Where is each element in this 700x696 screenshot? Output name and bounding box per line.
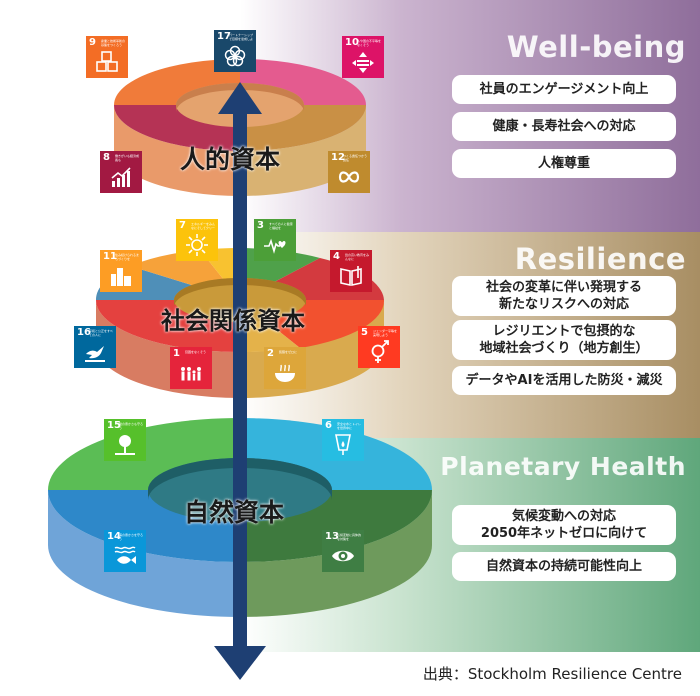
planetary-item-natural-capital: 自然資本の持続可能性向上	[452, 552, 676, 581]
resilience-item-regional: レジリエントで包摂的な 地域社会づくり（地方創生）	[452, 320, 676, 360]
bowl-icon	[275, 364, 295, 382]
sdg-7-icon: 7エネルギーをみんなにそしてクリーンに	[176, 219, 218, 261]
natural-capital-label: 自然資本	[184, 498, 285, 527]
heartbeat-icon	[264, 238, 286, 254]
resilience-item-new-risks: 社会の変革に伴い発現する 新たなリスクへの対応	[452, 276, 676, 316]
cubes-icon	[96, 51, 118, 72]
buildings-icon	[111, 268, 131, 286]
social-capital-label: 社会関係資本	[161, 307, 305, 335]
wellbeing-title: Well-being	[506, 30, 686, 64]
resilience-title: Resilience	[514, 242, 686, 276]
dove-icon	[85, 346, 105, 362]
family-icon	[181, 367, 201, 381]
human-capital-label: 人的資本	[180, 145, 281, 174]
sdg-17-icon: 17パートナーシップで目標を達成しよう	[214, 30, 256, 72]
equality-icon	[352, 52, 374, 73]
water-icon	[335, 434, 351, 455]
planetary-item-climate: 気候変動への対応 2050年ネットゼロに向けて	[452, 505, 676, 545]
eye-globe-icon	[332, 550, 354, 562]
gender-icon	[371, 340, 389, 363]
wellbeing-item-human-rights: 人権尊重	[452, 149, 676, 178]
infinity-icon	[338, 171, 360, 183]
double-arrow	[214, 82, 266, 680]
book-icon	[340, 266, 362, 286]
wellbeing-item-engagement: 社員のエンゲージメント向上	[452, 75, 676, 104]
sun-icon	[186, 234, 208, 256]
wellbeing-item-health: 健康・長寿社会への対応	[452, 112, 676, 141]
growth-chart-icon	[111, 167, 131, 187]
resilience-item-disaster: データやAIを活用した防災・減災	[452, 366, 676, 395]
source-credit: 出典：Stockholm Resilience Centre	[422, 665, 682, 683]
planetary-health-title: Planetary Health	[440, 452, 686, 481]
flower-icon	[224, 45, 246, 67]
tree-icon	[115, 435, 135, 455]
fish-icon	[114, 546, 136, 564]
